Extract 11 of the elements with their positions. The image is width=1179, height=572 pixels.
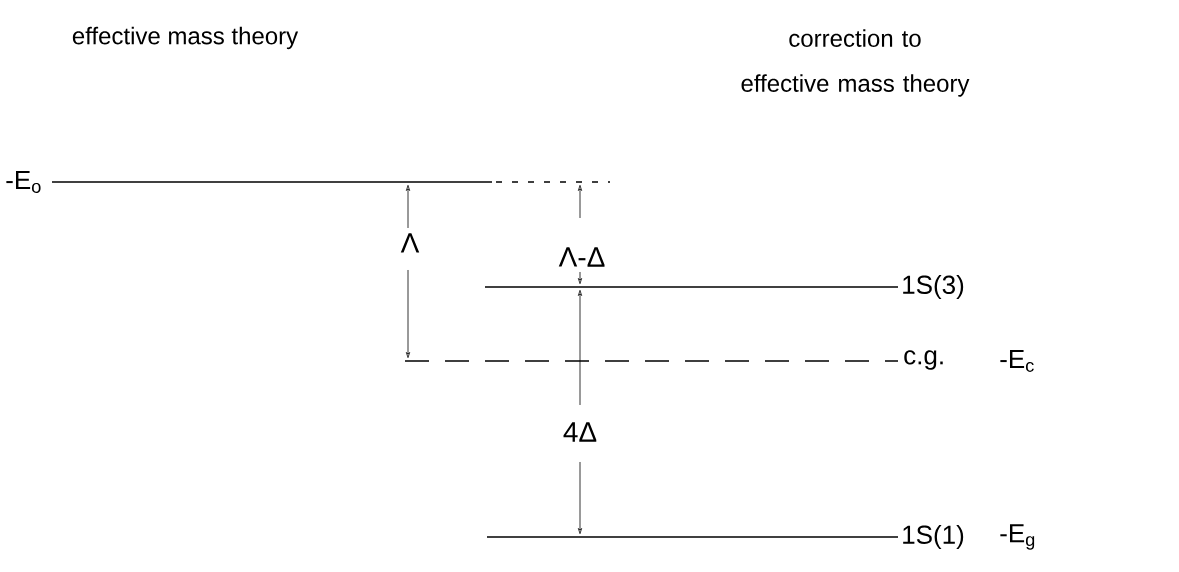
level-label: -E$_{c}$ xyxy=(1000,350,1034,372)
gap-label: 4Δ xyxy=(563,422,597,442)
gap-label: Λ-Δ xyxy=(558,247,605,267)
column-heading: effective mass theory xyxy=(72,26,299,50)
level-label: c.g. xyxy=(904,350,943,370)
level-label: -E$_{g}$ xyxy=(1000,524,1035,550)
gap-label: Λ xyxy=(400,233,420,253)
level-label: -E$_{o}$ xyxy=(6,171,41,193)
level-label: 1S(3) xyxy=(903,274,964,300)
column-heading: correction to effective mass theory xyxy=(741,29,970,97)
level-label: 1S(1) xyxy=(903,524,964,550)
